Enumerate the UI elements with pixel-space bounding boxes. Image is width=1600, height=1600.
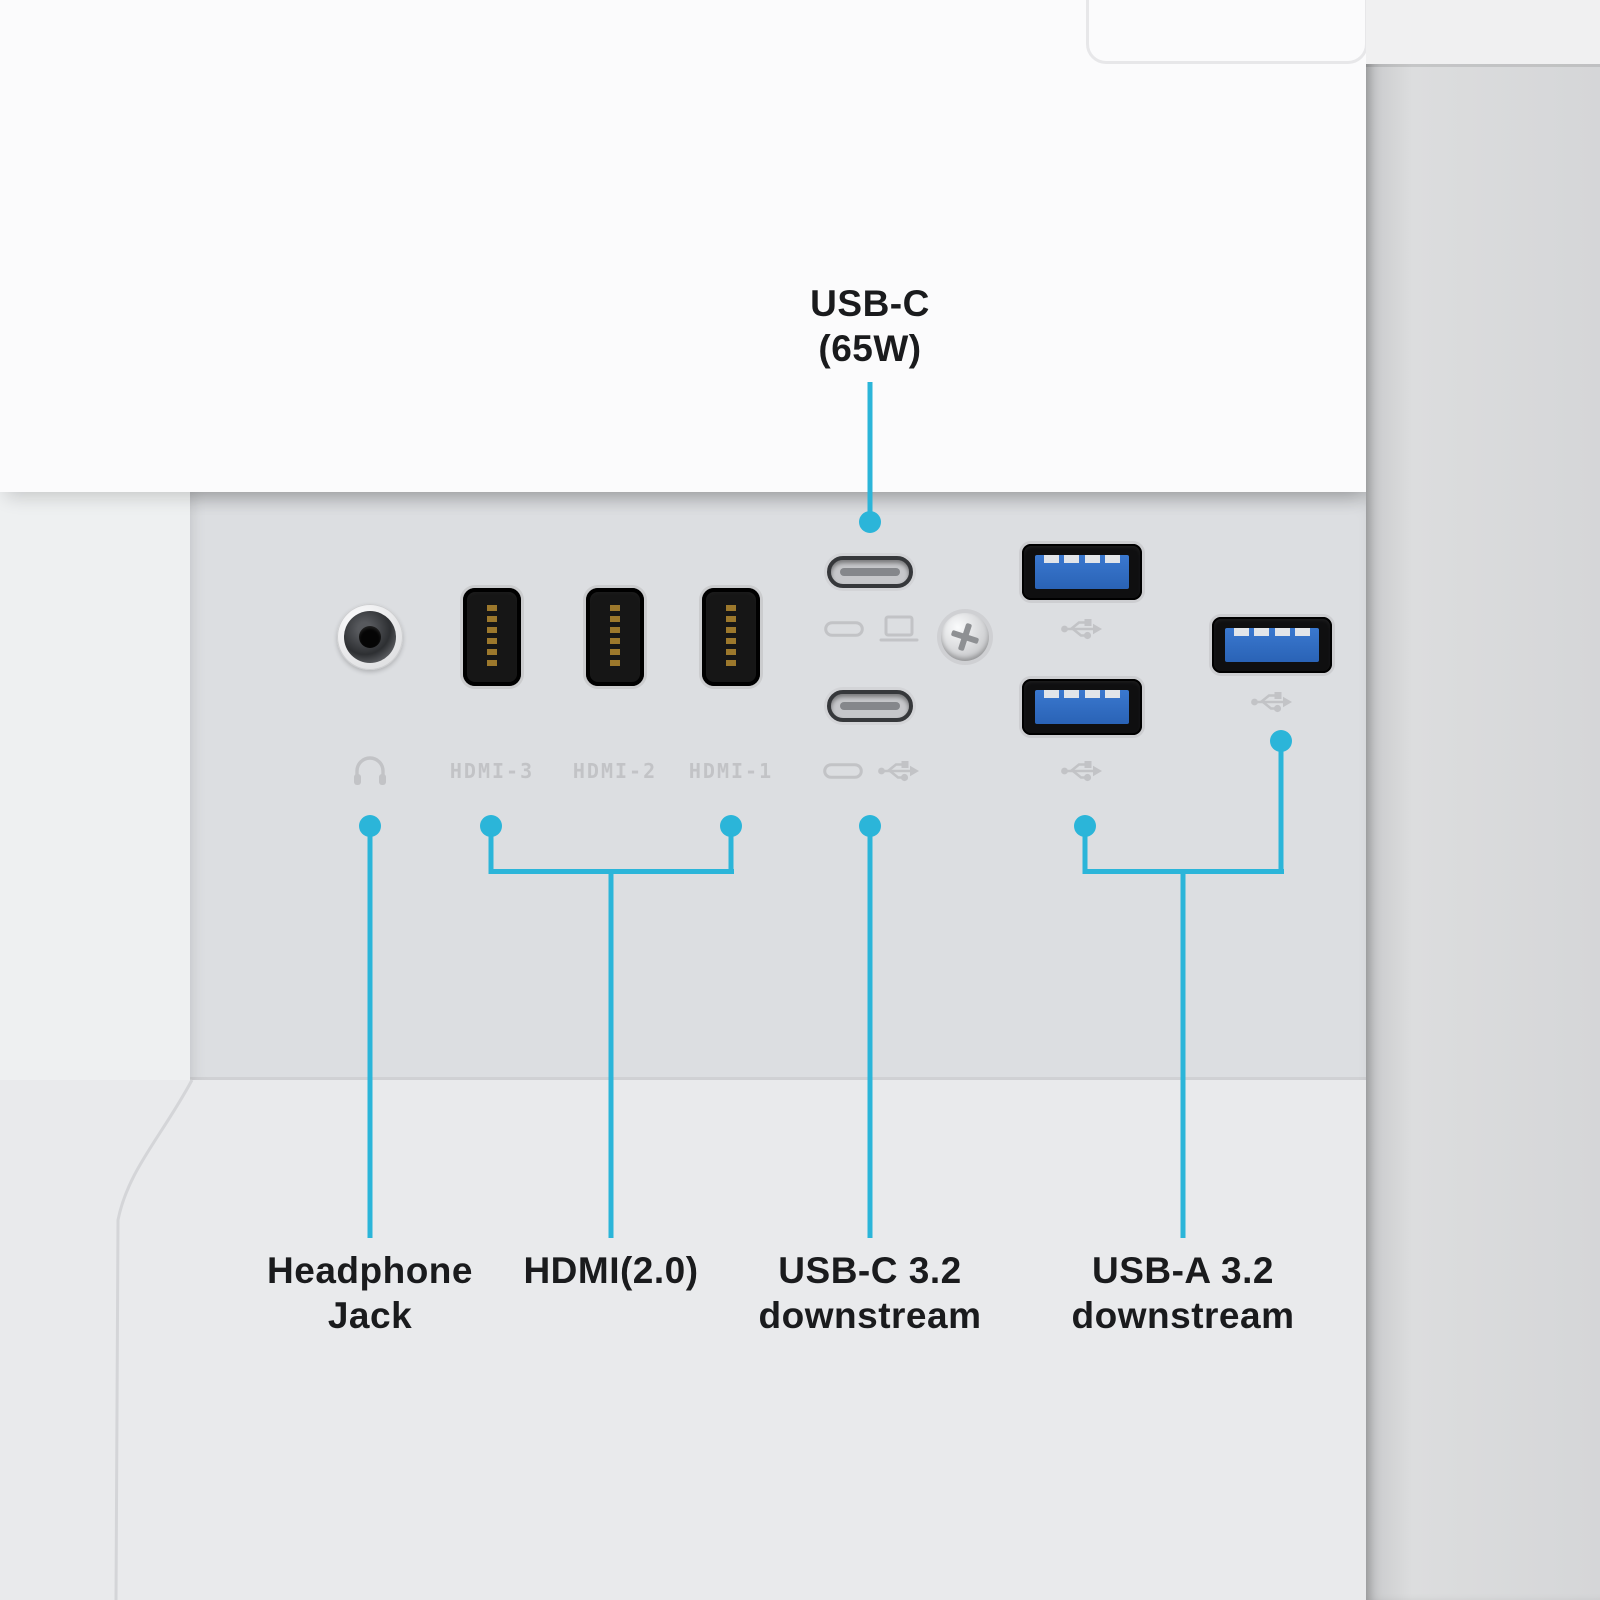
hdmi-callout-line-left (488, 826, 494, 874)
monitor-upper-shell (0, 0, 1366, 492)
usb-c-downstream-label-line1: USB-C 3.2 (778, 1250, 962, 1291)
monitor-side-edge-top (1366, 0, 1600, 64)
hdmi-callout-dot-left (480, 815, 502, 837)
usb-c-downstream-label: USB-C 3.2 downstream (759, 1248, 982, 1338)
usb-trident-icon (1061, 761, 1102, 782)
usb-a-callout-dot-right (1270, 730, 1292, 752)
headphone-callout-dot (359, 815, 381, 837)
headphone-icon (354, 756, 386, 785)
hdmi-callout-line-center (608, 869, 614, 1238)
headphone-emboss (350, 754, 390, 788)
hdmi-port-1-pins (726, 605, 736, 669)
usb-a-port-1-pins (1044, 555, 1120, 563)
usb-trident-icon (878, 761, 919, 782)
usb-a-1-emboss (1060, 616, 1104, 642)
usb-c-power-label-line2: (65W) (818, 328, 922, 369)
usb-a-downstream-label-line1: USB-A 3.2 (1091, 1250, 1274, 1291)
monitor-side-edge (1366, 0, 1600, 1600)
usb-c-connector-icon (824, 621, 864, 637)
usb-trident-icon (1061, 619, 1102, 640)
usb-c-downstream-emboss (823, 758, 921, 784)
hdmi-label-line1: HDMI(2.0) (523, 1250, 699, 1291)
phillips-screw (941, 613, 989, 661)
stand-mount-seam (1086, 0, 1368, 64)
usb-a-callout-line-left (1082, 826, 1088, 874)
usb-a-port-1-tongue (1035, 555, 1129, 589)
usb-a-port-3 (1212, 617, 1332, 673)
headphone-jack-port (337, 604, 403, 670)
hdmi-port-2-pins (610, 605, 620, 669)
usb-a-callout-dot-left (1074, 815, 1096, 837)
hdmi-port-3-pins (487, 605, 497, 669)
usb-a-port-3-tongue (1225, 628, 1319, 662)
usb-trident-icon (1251, 692, 1292, 713)
hdmi-port-1 (702, 588, 760, 686)
usb-c-power-label-line1: USB-C (810, 283, 930, 324)
hdmi-port-3 (463, 588, 521, 686)
hdmi-callout-dot-right (720, 815, 742, 837)
headphone-label-line1: Headphone (267, 1250, 473, 1291)
hdmi-port-2 (586, 588, 644, 686)
laptop-icon (879, 615, 919, 642)
headphone-jack-hole (359, 626, 381, 648)
usb-a-downstream-label: USB-A 3.2 downstream (1072, 1248, 1295, 1338)
usb-c-power-label: USB-C (65W) (810, 281, 930, 371)
usb-c-upstream-emboss (824, 615, 920, 643)
usb-a-port-3-pins (1234, 628, 1310, 636)
monitor-left-shell (0, 492, 190, 1080)
usb-a-downstream-label-line2: downstream (1071, 1295, 1295, 1336)
shell-seam-curve (114, 1079, 194, 1600)
hdmi-2-emboss-label: HDMI-2 (572, 759, 658, 783)
io-port-recess (190, 492, 1366, 1080)
hdmi-callout-line-right (728, 826, 734, 874)
usb-c-power-callout-line (867, 382, 873, 512)
usb-c-power-callout-dot (859, 511, 881, 533)
usb-a-port-2 (1022, 679, 1142, 735)
usb-a-port-2-pins (1044, 690, 1120, 698)
hdmi-1-emboss-label: HDMI-1 (688, 759, 774, 783)
usb-c-connector-icon (823, 763, 863, 779)
usb-a-port-1 (1022, 544, 1142, 600)
usb-c-downstream-callout-line (867, 826, 873, 1238)
usb-c-downstream-label-line2: downstream (758, 1295, 982, 1336)
usb-c-downstream-callout-dot (859, 815, 881, 837)
hdmi-label: HDMI(2.0) (523, 1248, 698, 1293)
usb-c-upstream-port (827, 556, 913, 588)
usb-a-2-emboss (1060, 758, 1104, 784)
headphone-label-line2: Jack (327, 1295, 413, 1336)
headphone-callout-line (367, 826, 373, 1238)
usb-a-3-emboss (1250, 689, 1294, 715)
headphone-jack-ring (344, 611, 396, 663)
usb-a-callout-line-right (1278, 741, 1284, 874)
usb-a-callout-line-center (1180, 869, 1186, 1238)
usb-c-downstream-port (827, 690, 913, 722)
headphone-label: Headphone Jack (267, 1248, 473, 1338)
hdmi-3-emboss-label: HDMI-3 (449, 759, 535, 783)
usb-a-port-2-tongue (1035, 690, 1129, 724)
